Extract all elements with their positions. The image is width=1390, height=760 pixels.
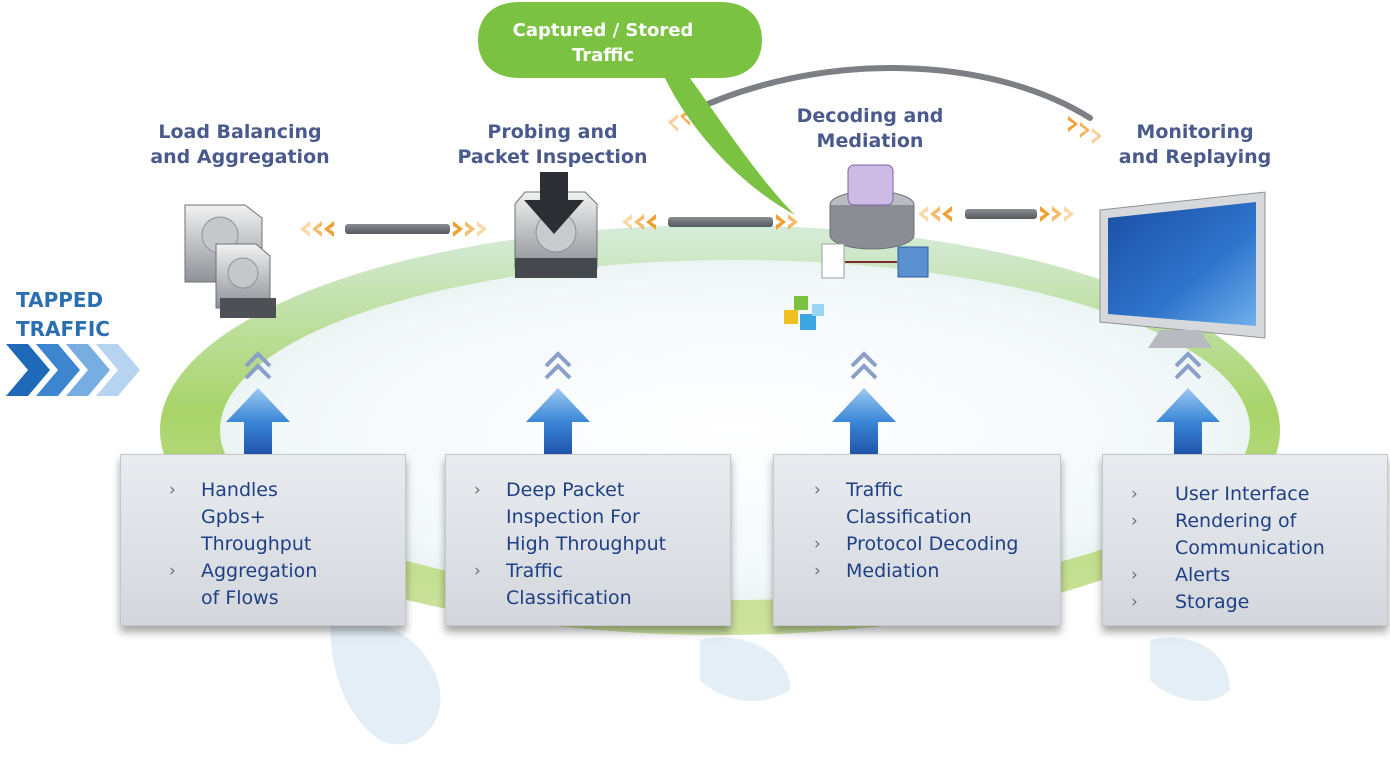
bubble-text-line2: Traffic — [571, 45, 635, 66]
card3-item2-line1: Protocol Decoding — [846, 533, 1019, 555]
tapped-traffic-chevrons — [6, 344, 140, 396]
card1-item2-line1: Aggregation — [201, 560, 318, 582]
card2-item2-line1: Traffic — [506, 560, 564, 582]
tapped-traffic-label: TAPPED TRAFFIC — [16, 286, 110, 344]
bullet-chevron-icon: › — [474, 561, 481, 581]
bullet-chevron-icon: › — [474, 480, 481, 500]
bullet-chevron-icon: › — [814, 534, 821, 554]
card4-list: › User Interface › Rendering of Communic… — [1131, 481, 1325, 616]
stage-title-load-balancing: Load Balancing and Aggregation — [140, 120, 340, 170]
card3-item1-line1: Traffic — [846, 479, 904, 501]
tapped-line1: TAPPED — [16, 288, 104, 312]
monitor-icon — [1099, 191, 1266, 348]
card3-item1-line2: Classification — [846, 506, 972, 528]
bullet-chevron-icon: › — [169, 561, 176, 581]
stage-card-monitoring: › User Interface › Rendering of Communic… — [1102, 454, 1388, 626]
stage-card-probing: › Deep Packet Inspection For High Throug… — [445, 454, 731, 626]
connector-1-2 — [300, 221, 487, 237]
stage-up-arrows — [226, 388, 1220, 456]
card1-item1-line2: Gpbs+ — [201, 506, 266, 528]
stage-title-monitoring: Monitoring and Replaying — [1100, 120, 1290, 170]
bullet-chevron-icon: › — [1131, 565, 1138, 585]
card1-item1-line3: Throughput — [201, 533, 312, 555]
stage3-title-line1: Decoding and — [796, 105, 944, 127]
stage1-title-line1: Load Balancing — [158, 121, 322, 143]
stage3-title-line2: Mediation — [816, 130, 924, 152]
stage-card-load-balancing: › Handles Gpbs+ Throughput › Aggregation… — [120, 454, 406, 626]
bullet-chevron-icon: › — [814, 561, 821, 581]
captured-traffic-bubble — [478, 2, 795, 215]
card3-item3: › Mediation — [814, 558, 1018, 585]
bullet-chevron-icon: › — [169, 480, 176, 500]
connector-3-4 — [918, 206, 1074, 222]
card2-item1-line1: Deep Packet — [506, 479, 625, 501]
card4-item2-line2: Communication — [1175, 537, 1325, 559]
card4-item1-line1: User Interface — [1175, 483, 1310, 505]
card1-item1: › Handles Gpbs+ Throughput — [169, 477, 317, 558]
card2-item1-line3: High Throughput — [506, 533, 667, 555]
card3-item3-line1: Mediation — [846, 560, 940, 582]
stage4-title-line2: and Replaying — [1118, 146, 1272, 168]
cubes-icon — [784, 296, 824, 330]
captured-traffic-label: Captured / Stored Traffic — [478, 18, 728, 68]
stage4-title-line1: Monitoring — [1136, 121, 1254, 143]
hard-drive-download-icon — [514, 172, 598, 278]
card4-item3: › Alerts — [1131, 562, 1325, 589]
card4-item1: › User Interface — [1131, 481, 1325, 508]
card1-item2: › Aggregation of Flows — [169, 558, 317, 612]
bullet-chevron-icon: › — [1131, 511, 1138, 531]
card1-list: › Handles Gpbs+ Throughput › Aggregation… — [169, 477, 317, 612]
stage1-title-line2: and Aggregation — [150, 146, 330, 168]
stage-title-decoding: Decoding and Mediation — [775, 104, 965, 154]
card2-item2-line2: Classification — [506, 587, 632, 609]
card3-item1: › Traffic Classification — [814, 477, 1018, 531]
stage2-title-line1: Probing and — [487, 121, 618, 143]
card2-item2: › Traffic Classification — [474, 558, 666, 612]
captured-traffic-arc — [687, 65, 1093, 121]
connector-2-3 — [622, 214, 798, 230]
card3-item2: › Protocol Decoding — [814, 531, 1018, 558]
stage2-title-line2: Packet Inspection — [457, 146, 648, 168]
bullet-chevron-icon: › — [814, 480, 821, 500]
stage-up-chevrons — [244, 351, 1202, 380]
card1-item1-line1: Handles — [201, 479, 278, 501]
arc-chevrons-right — [1068, 116, 1102, 144]
bullet-chevron-icon: › — [1131, 484, 1138, 504]
card1-item2-line2: of Flows — [201, 587, 279, 609]
card4-item3-line1: Alerts — [1175, 564, 1231, 586]
tapped-line2: TRAFFIC — [16, 317, 110, 341]
card2-item1: › Deep Packet Inspection For High Throug… — [474, 477, 666, 558]
card4-item4-line1: Storage — [1175, 591, 1250, 613]
card4-item2: › Rendering of Communication — [1131, 508, 1325, 562]
bullet-chevron-icon: › — [1131, 592, 1138, 612]
bubble-text-line1: Captured / Stored — [512, 20, 694, 41]
database-decoding-icon — [821, 164, 929, 279]
stage-title-probing: Probing and Packet Inspection — [445, 120, 660, 170]
card2-list: › Deep Packet Inspection For High Throug… — [474, 477, 666, 612]
card4-item2-line1: Rendering of — [1175, 510, 1297, 532]
card4-item4: › Storage — [1131, 589, 1325, 616]
stage-card-decoding: › Traffic Classification › Protocol Deco… — [773, 454, 1061, 626]
card3-list: › Traffic Classification › Protocol Deco… — [814, 477, 1018, 585]
card2-item1-line2: Inspection For — [506, 506, 640, 528]
server-stack-icon — [184, 204, 276, 318]
